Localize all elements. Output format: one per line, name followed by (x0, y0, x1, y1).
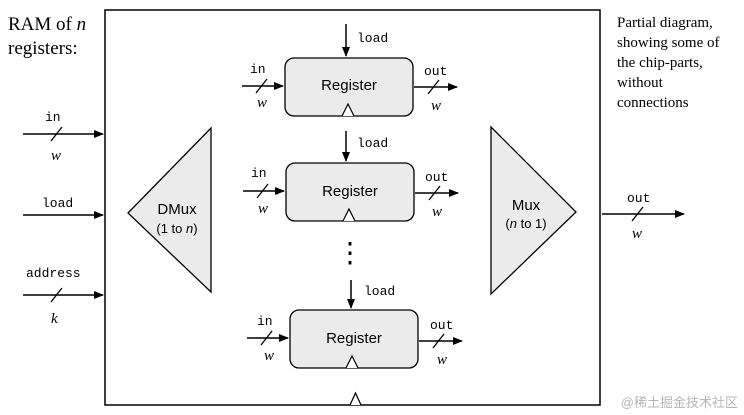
svg-text:(1 to n): (1 to n) (156, 221, 197, 236)
ram-in-input: in w (23, 110, 104, 164)
svg-text:load: load (357, 136, 388, 151)
ram-clock-icon (349, 391, 362, 406)
svg-text:w: w (257, 95, 267, 111)
dmux-chip: DMux (1 to n) (127, 126, 212, 294)
svg-text:connections: connections (617, 95, 689, 111)
svg-text:out: out (425, 170, 448, 185)
register-n: load Register in w out w (247, 280, 463, 369)
svg-text:out: out (430, 318, 453, 333)
svg-text:w: w (51, 148, 61, 164)
svg-text:Partial diagram,: Partial diagram, (617, 15, 713, 31)
svg-text:Register: Register (321, 77, 377, 94)
svg-text:w: w (432, 204, 442, 220)
svg-text:in: in (251, 166, 267, 181)
svg-text:in: in (45, 110, 61, 125)
svg-text:k: k (51, 311, 58, 327)
ram-address-input: address k (23, 266, 104, 327)
clock-icon (345, 354, 359, 369)
svg-text:in: in (257, 314, 273, 329)
more-registers-ellipsis: ⋮ (336, 238, 364, 269)
svg-text:w: w (437, 352, 447, 368)
svg-text:load: load (42, 196, 73, 211)
svg-text:out: out (627, 191, 650, 206)
svg-text:(n to 1): (n to 1) (505, 216, 546, 231)
mux-chip: Mux (n to 1) (490, 125, 577, 296)
svg-text:the chip-parts,: the chip-parts, (617, 55, 703, 71)
ram-title-line2: registers: (8, 38, 78, 59)
partial-diagram-note: Partial diagram, showing some of the chi… (617, 15, 720, 111)
svg-text:DMux: DMux (157, 201, 197, 218)
svg-text:w: w (431, 98, 441, 114)
clock-icon (342, 207, 356, 222)
svg-text:load: load (357, 31, 388, 46)
svg-text:w: w (632, 226, 642, 242)
svg-text:address: address (26, 266, 81, 281)
svg-text:Register: Register (326, 330, 382, 347)
svg-text:w: w (258, 201, 268, 217)
svg-text:out: out (424, 64, 447, 79)
svg-text:in: in (250, 62, 266, 77)
clock-icon (341, 102, 355, 117)
svg-text:Mux: Mux (512, 197, 541, 214)
register-2: load Register in w out w (243, 131, 459, 222)
watermark: @稀土掘金技术社区 (621, 395, 738, 410)
ram-load-input: load (23, 196, 104, 219)
register-1: load Register in w out w (242, 24, 458, 117)
ram-title-line1: RAM of n (8, 14, 86, 35)
svg-text:showing some of: showing some of (617, 35, 720, 51)
svg-text:without: without (617, 75, 664, 91)
svg-text:load: load (364, 284, 395, 299)
svg-text:w: w (264, 348, 274, 364)
svg-text:Register: Register (322, 183, 378, 200)
ram-out-output: out w (602, 191, 685, 242)
